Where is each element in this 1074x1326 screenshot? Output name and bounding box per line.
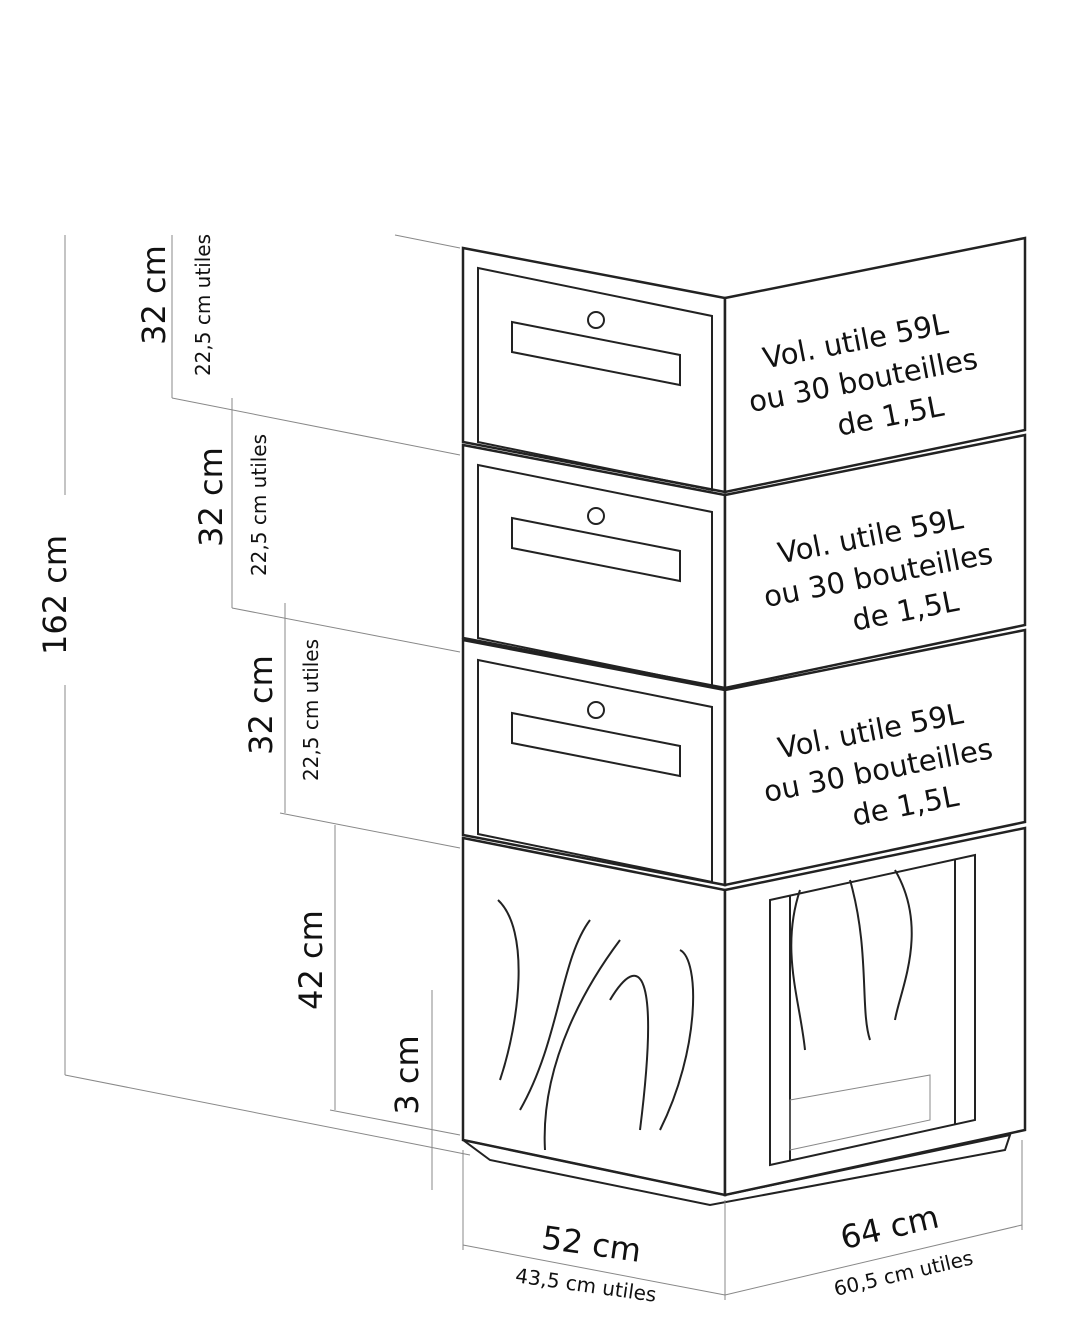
module-3-useful-label: 22,5 cm utiles xyxy=(299,639,323,781)
module-2-useful-label: 22,5 cm utiles xyxy=(247,434,271,576)
module-1-useful-label: 22,5 cm utiles xyxy=(191,234,215,376)
module-2 xyxy=(461,433,1027,690)
depth-label: 64 cm xyxy=(837,1198,943,1257)
module-1-capacity: Vol. utile 59L ou 30 bouteilles de 1,5L xyxy=(746,306,981,442)
base-height-label: 42 cm xyxy=(292,910,330,1010)
foot-height-label: 3 cm xyxy=(388,1035,426,1114)
base-frame xyxy=(461,826,1027,1207)
module-3-height-label: 32 cm xyxy=(242,655,280,755)
keyhole-icon xyxy=(587,701,605,719)
module-1 xyxy=(461,236,1027,494)
keyhole-icon xyxy=(587,311,605,329)
module-2-height-label: 32 cm xyxy=(192,447,230,547)
width-useful-label: 43,5 cm utiles xyxy=(514,1263,658,1307)
keyhole-icon xyxy=(587,507,605,525)
dimension-lines xyxy=(64,234,1023,1300)
module-1-height-label: 32 cm xyxy=(135,245,173,345)
module-3 xyxy=(461,628,1027,887)
total-height-label: 162 cm xyxy=(36,535,74,655)
